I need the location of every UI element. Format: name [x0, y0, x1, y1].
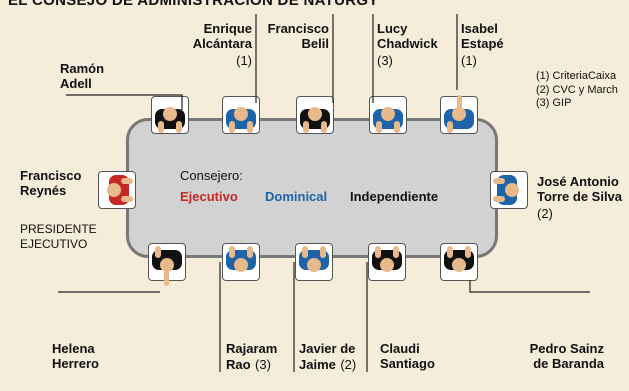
name-pedro: Pedro Sainz de Baranda	[529, 341, 604, 371]
figure-isabel-icon	[444, 95, 474, 133]
legend-prefix: Consejero:	[180, 168, 243, 183]
name-rajaram-2: Rao	[226, 357, 251, 372]
name-lucy: Lucy Chadwick	[377, 21, 438, 51]
name-francisco-reynes: Francisco Reynés	[20, 168, 82, 198]
leader-lines	[58, 14, 590, 372]
figure-jose-antonio-icon	[493, 175, 519, 205]
legend: Consejero: Ejecutivo Dominical Independi…	[180, 168, 480, 208]
figure-ramon-icon	[155, 107, 185, 133]
figure-javier-icon	[299, 246, 329, 272]
legend-executive: Ejecutivo	[180, 189, 238, 204]
president-role: PRESIDENTE EJECUTIVO	[20, 222, 97, 251]
note-gip: (3) GIP	[536, 97, 572, 109]
figure-helena-icon	[152, 246, 182, 286]
name-rajaram-1: Rajaram	[226, 341, 278, 356]
note-rajaram: (3)	[255, 357, 271, 372]
name-ramon: Ramón Adell	[60, 61, 105, 91]
name-claudi: Claudi Santiago	[380, 341, 435, 371]
note-lucy: (3)	[377, 53, 393, 68]
note-javier: (2)	[340, 357, 357, 372]
legend-independent: Independiente	[350, 189, 439, 204]
name-isabel: Isabel Estapé	[461, 21, 504, 51]
note-criteriacaixa: (1) CriteriaCaixa	[536, 70, 617, 82]
leader-pedro	[469, 280, 590, 293]
notes-list: (1) CriteriaCaixa (2) CVC y March (3) GI…	[536, 70, 629, 111]
page-title: EL CONSEJO DE ADMINISTRACIÓN DE NATURGY	[8, 0, 379, 9]
figure-enrique-icon	[226, 107, 256, 133]
figure-claudi-icon	[372, 246, 402, 272]
name-francisco-belil: Francisco Belil	[267, 21, 329, 51]
figure-lucy-icon	[373, 107, 403, 133]
note-enrique: (1)	[236, 53, 252, 68]
figure-francisco-reynes-icon	[107, 175, 133, 205]
name-javier-2: Jaime	[299, 357, 336, 372]
legend-dominical: Dominical	[265, 189, 328, 204]
note-cvc-march: (2) CVC y March	[536, 83, 618, 96]
name-helena: Helena Herrero	[52, 341, 99, 371]
name-enrique: Enrique Alcántara	[192, 21, 252, 51]
label-rajaram: Rajaram Rao (3)	[226, 341, 277, 374]
name-javier-1: Javier de	[299, 341, 356, 356]
figure-rajaram-icon	[226, 246, 256, 272]
note-jose-antonio: (2)	[537, 206, 553, 221]
name-jose-antonio: José Antonio Torre de Silva	[537, 174, 623, 204]
figure-francisco-belil-icon	[300, 107, 330, 133]
figure-pedro-icon	[444, 246, 474, 272]
label-javier: Javier de Jaime (2)	[299, 341, 356, 374]
leader-ramon	[66, 94, 183, 110]
note-isabel: (1)	[461, 53, 477, 68]
